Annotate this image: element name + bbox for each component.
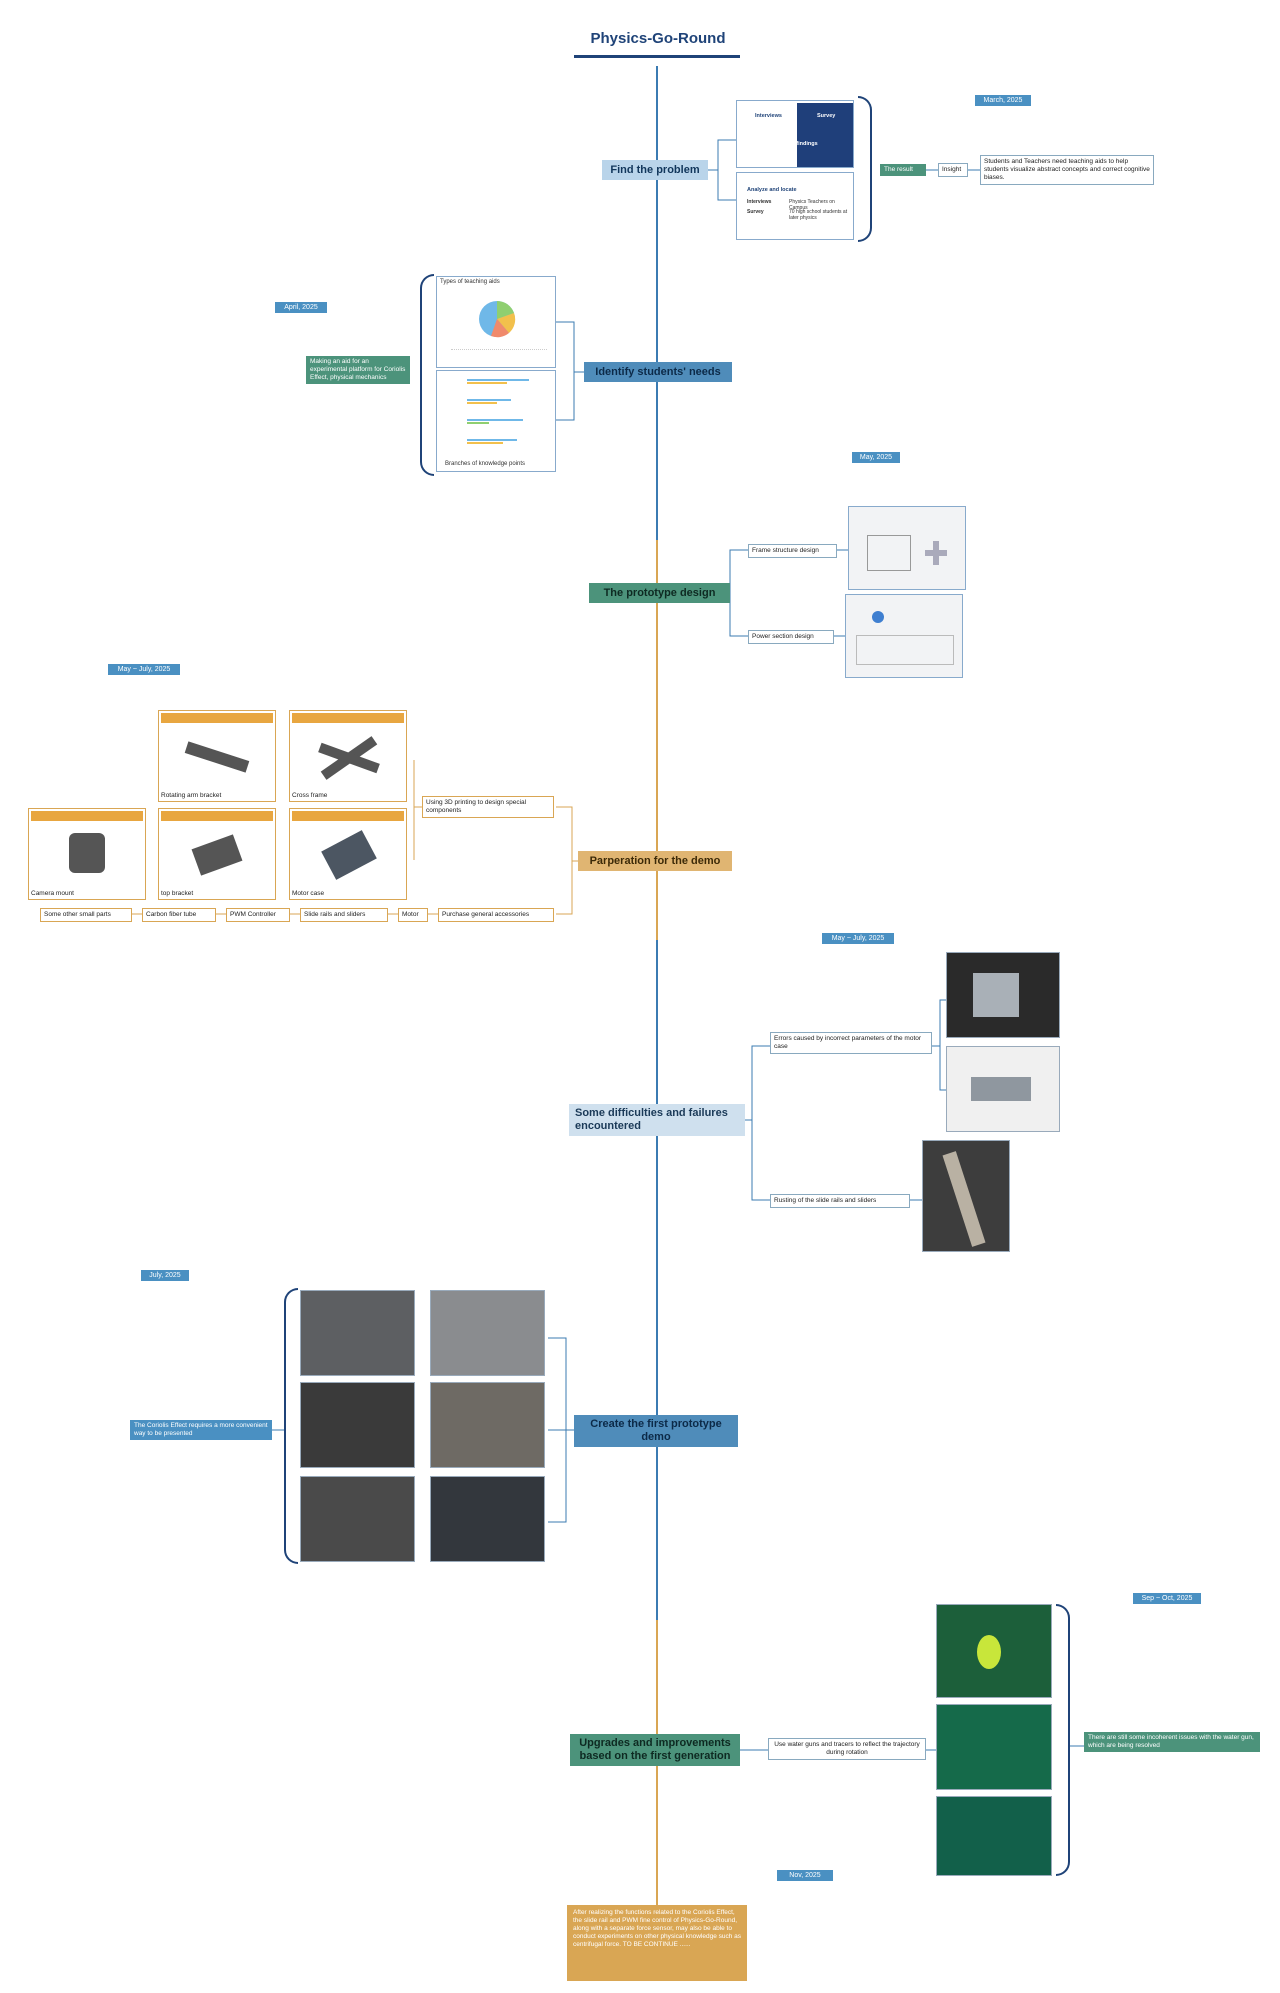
final-note: After realizing the functions related to… <box>567 1905 747 1981</box>
pie-title: Types of teaching aids <box>440 279 500 285</box>
part-rotating-arm-bracket: Rotating arm bracket <box>158 710 276 802</box>
part-caption-3: Camera mount <box>31 890 74 897</box>
interviews-survey-card: Interviews Survey Extra findings <box>736 100 854 168</box>
prototype-photo-2 <box>430 1290 545 1376</box>
water-gun-label: Use water guns and tracers to reflect th… <box>768 1738 926 1760</box>
bar-chart <box>467 379 529 444</box>
purchase-accessories-label: Purchase general accessories <box>438 908 554 922</box>
accessory-motor: Motor <box>398 908 428 922</box>
analyze-row1-value: Physics Teachers on Campus <box>789 199 835 211</box>
accessory-carbon-fiber-tube: Carbon fiber tube <box>142 908 216 922</box>
prototype-photo-4 <box>430 1382 545 1468</box>
frame-structure-label: Frame structure design <box>748 544 837 558</box>
part-top-bracket: top bracket <box>158 808 276 900</box>
water-gun-issue-tag: There are still some incoherent issues w… <box>1084 1732 1260 1752</box>
date-badge-march: March, 2025 <box>975 95 1031 106</box>
result-tag: The result <box>880 164 926 176</box>
part-motor-case: Motor case <box>289 808 407 900</box>
insight-text: Students and Teachers need teaching aids… <box>980 155 1154 185</box>
tracer-photo-1 <box>936 1604 1052 1698</box>
power-cad-screenshot <box>845 594 963 678</box>
date-badge-sep-oct: Sep ~ Oct, 2025 <box>1133 1593 1201 1604</box>
brace-upgrade <box>1056 1604 1070 1876</box>
power-section-label: Power section design <box>748 630 834 644</box>
analyze-row2-value: 70 high school students at later physics <box>789 209 848 221</box>
prototype-photo-6 <box>430 1476 545 1562</box>
error-motor-case-label: Errors caused by incorrect parameters of… <box>770 1032 932 1054</box>
motor-case-photo-1 <box>946 952 1060 1038</box>
brace-identify <box>420 274 434 476</box>
motor-case-photo-2 <box>946 1046 1060 1132</box>
accessory-small-parts: Some other small parts <box>40 908 132 922</box>
frame-cad-screenshot <box>848 506 966 590</box>
part-cross-frame: Cross frame <box>289 710 407 802</box>
node-identify-needs[interactable]: Identify students' needs <box>584 362 732 382</box>
analyze-row1-label: Interviews <box>747 199 772 205</box>
error-rusting-label: Rusting of the slide rails and sliders <box>770 1194 910 1208</box>
node-prototype-design[interactable]: The prototype design <box>589 583 730 603</box>
analyze-locate-card: Analyze and locate Interviews Physics Te… <box>736 172 854 240</box>
prototype-photo-5 <box>300 1476 415 1562</box>
accessory-slide-rails: Slide rails and sliders <box>300 908 388 922</box>
part-caption-5: Motor case <box>292 890 325 897</box>
pie-chart-card: Types of teaching aids <box>436 276 556 368</box>
rusted-rail-photo <box>922 1140 1010 1252</box>
date-badge-may: May, 2025 <box>852 452 900 463</box>
interviews-heading: Interviews <box>755 113 782 119</box>
prototype-photo-1 <box>300 1290 415 1376</box>
brace-create <box>284 1288 298 1564</box>
bar-title: Branches of knowledge points <box>445 461 526 467</box>
date-badge-april: April, 2025 <box>275 302 327 313</box>
extra-findings-heading: Extra findings <box>781 141 818 147</box>
3d-printing-label: Using 3D printing to design special comp… <box>422 796 554 818</box>
node-find-problem[interactable]: Find the problem <box>602 160 708 180</box>
prototype-photo-3 <box>300 1382 415 1468</box>
survey-heading: Survey <box>817 113 836 119</box>
date-badge-nov: Nov, 2025 <box>777 1870 833 1881</box>
aim-tag: Making an aid for an experimental platfo… <box>306 356 410 384</box>
insight-label: Insight <box>938 163 968 177</box>
part-camera-mount: Camera mount <box>28 808 146 900</box>
node-difficulties[interactable]: Some difficulties and failures encounter… <box>569 1104 745 1136</box>
tracer-photo-3 <box>936 1796 1052 1876</box>
node-upgrades[interactable]: Upgrades and improvements based on the f… <box>570 1734 740 1766</box>
part-caption-1: Rotating arm bracket <box>161 792 222 799</box>
node-create-prototype[interactable]: Create the first prototype demo <box>574 1415 738 1447</box>
tracer-photo-2 <box>936 1704 1052 1790</box>
page-title: Physics-Go-Round <box>590 30 726 47</box>
analyze-row2-label: Survey <box>747 209 764 215</box>
title-underline <box>574 55 740 58</box>
date-badge-may-july-1: May ~ July, 2025 <box>108 664 180 675</box>
accessory-pwm-controller: PWM Controller <box>226 908 290 922</box>
pie-legend <box>451 349 547 363</box>
coriolis-tag: The Coriolis Effect requires a more conv… <box>130 1420 272 1440</box>
node-preparation[interactable]: Parperation for the demo <box>578 851 732 871</box>
date-badge-july: July, 2025 <box>141 1270 189 1281</box>
part-caption-2: Cross frame <box>292 792 328 799</box>
part-caption-4: top bracket <box>161 890 194 897</box>
analyze-locate-heading: Analyze and locate <box>747 187 797 193</box>
brace-find <box>858 96 872 242</box>
survey-panel <box>797 103 853 167</box>
date-badge-may-july-2: May ~ July, 2025 <box>822 933 894 944</box>
bar-chart-card: Branches of knowledge points <box>436 370 556 472</box>
pie-chart <box>479 300 516 338</box>
